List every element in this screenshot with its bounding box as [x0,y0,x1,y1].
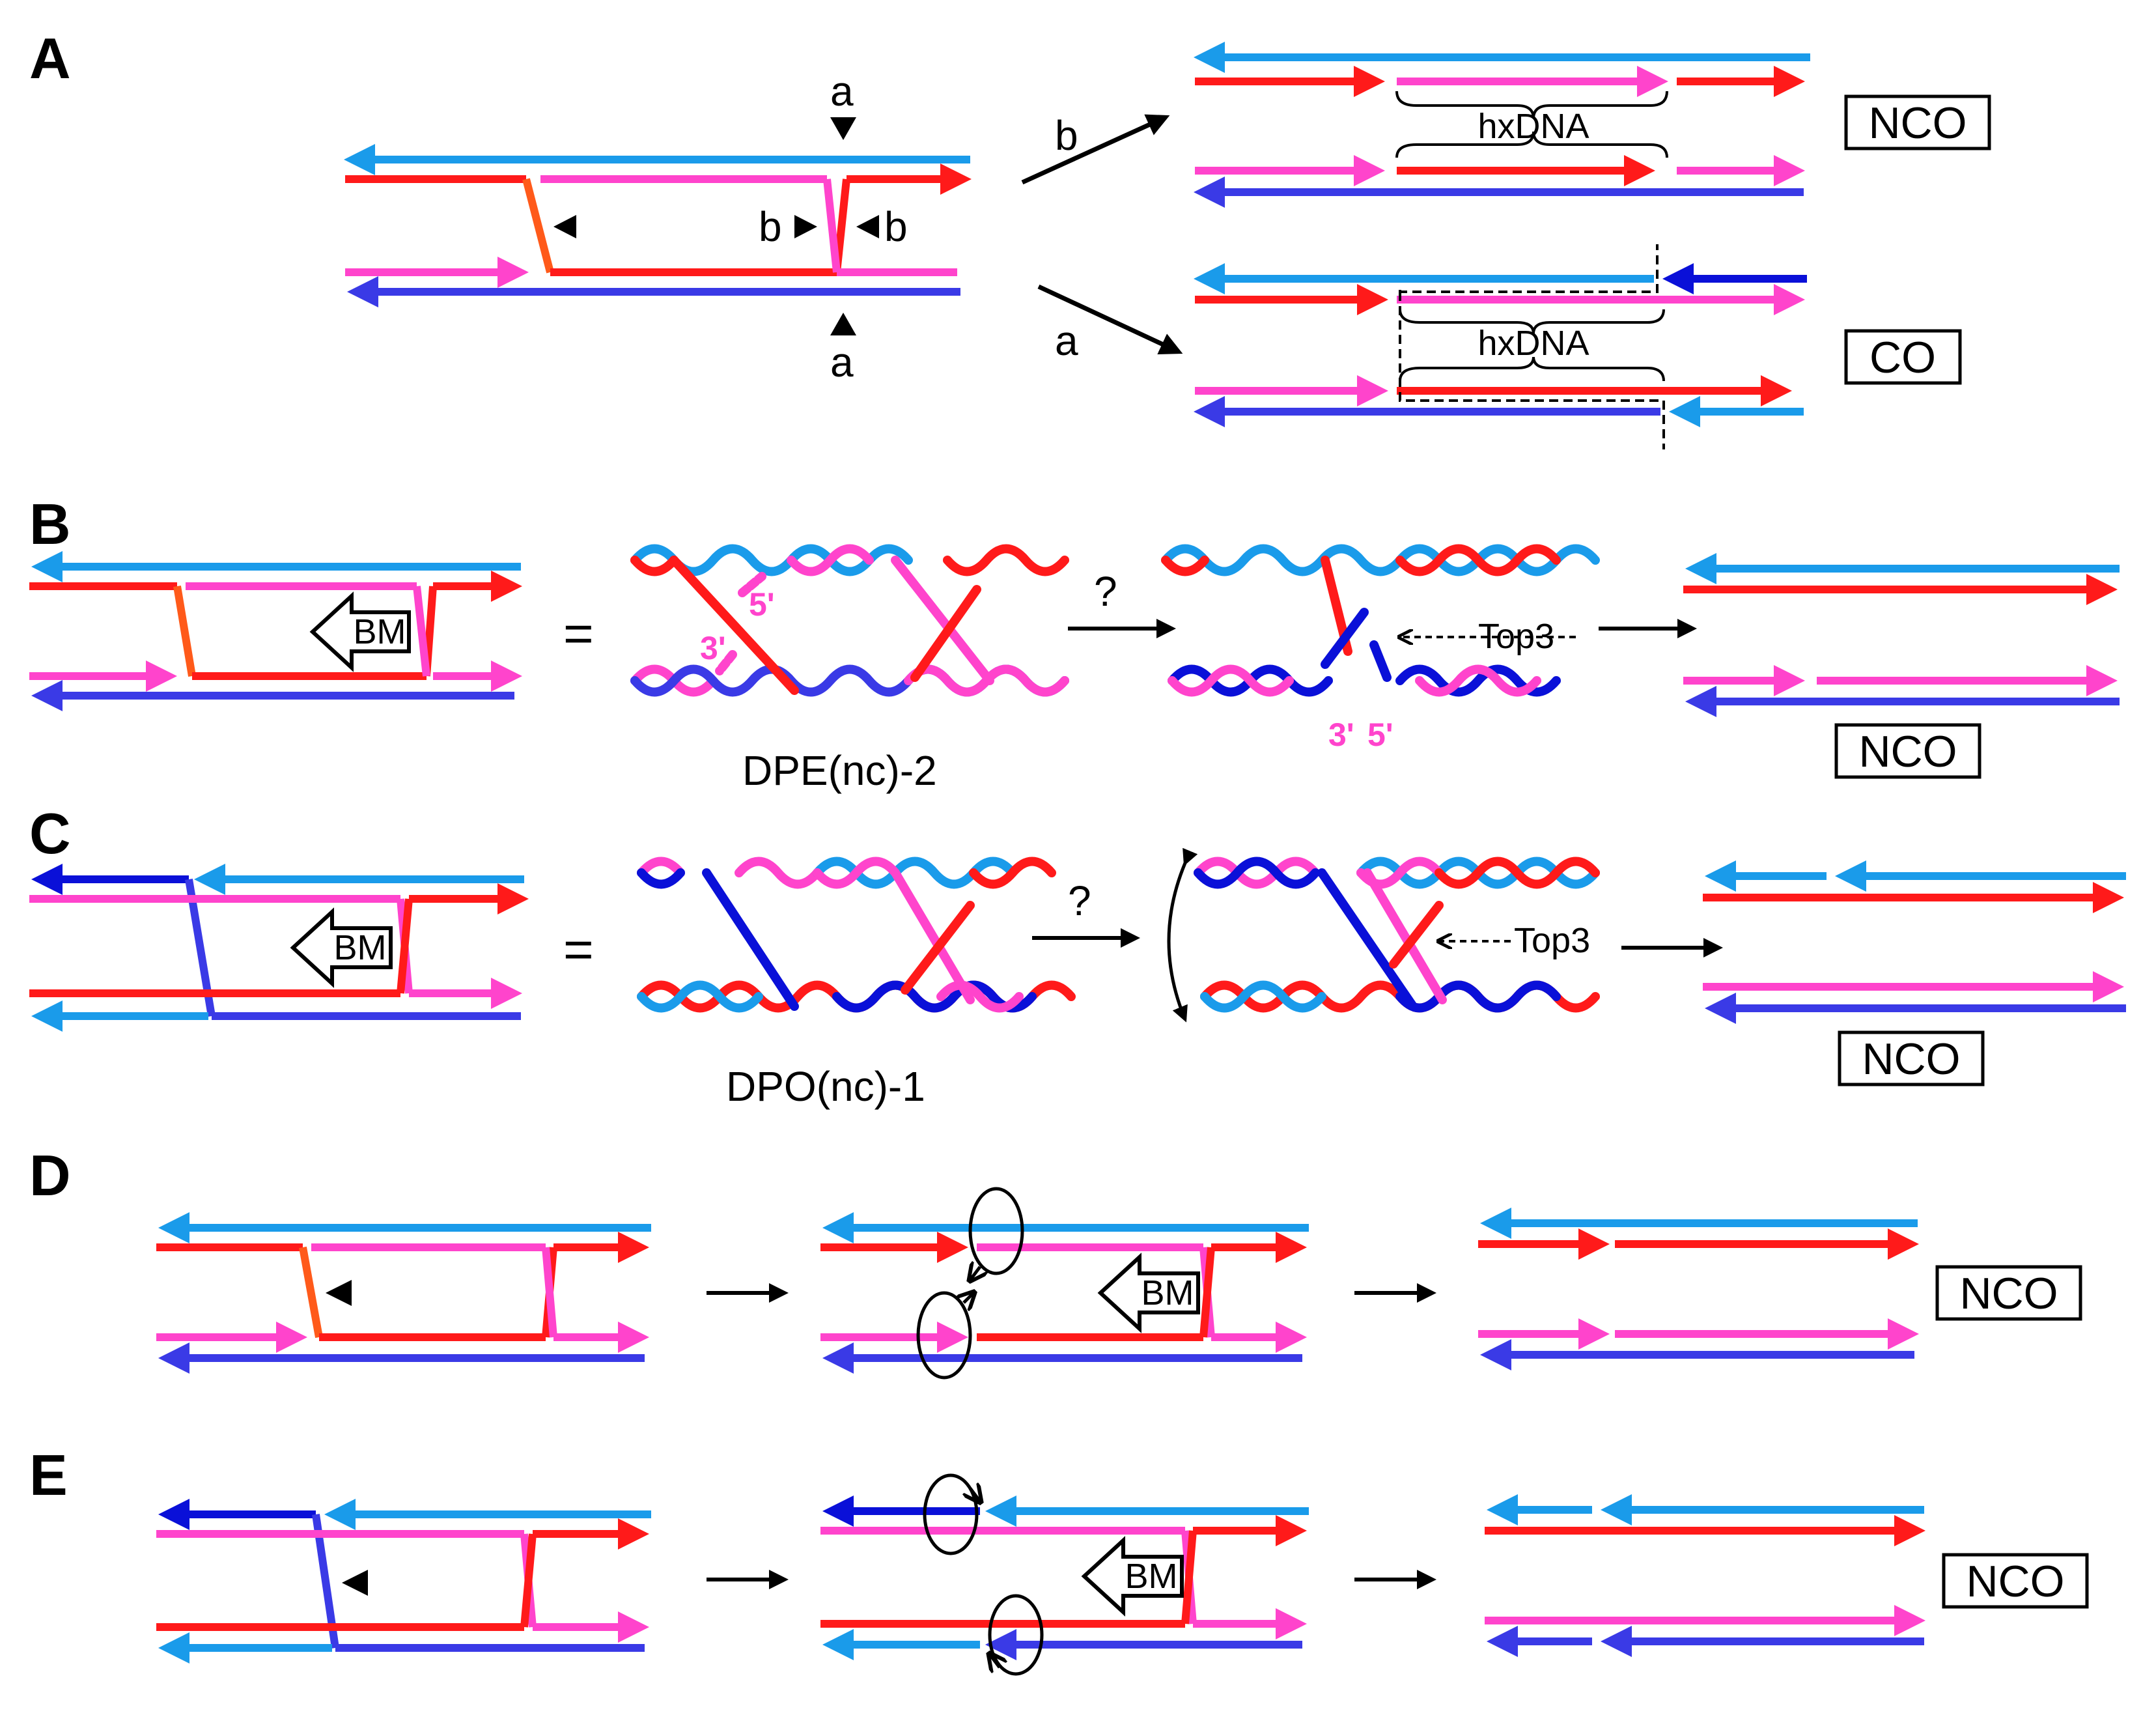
bm-label-e: BM [1125,1557,1178,1596]
dpe-top3-structure [1161,544,1600,697]
panel-b-nco-product [1683,553,2120,717]
arrowhead-marker [553,215,576,238]
rotation-circle-e-top [923,1473,979,1555]
equals-b: = [563,604,594,662]
panel-c-schematic [29,864,529,1032]
rotation-circle-d-top [968,1187,1024,1275]
brace-top [1395,91,1668,119]
rotation-arrow-c [1167,847,1198,1023]
panel-a-dhj [344,144,972,307]
rotation-tick-e2 [990,1654,1000,1667]
end-5-label-top3: 5' [1367,716,1393,753]
rotation-circle-d-bottom [916,1291,972,1380]
panel-e-dhj [156,1499,651,1664]
bm-label-d: BM [1141,1273,1194,1312]
nco-box-d [1935,1265,2082,1321]
panel-d-nco-product [1478,1208,1919,1370]
rotation-tick-e1 [970,1488,980,1501]
panel-d-dhj [156,1212,651,1374]
rotation-tick-d1 [970,1267,980,1280]
path-label-a: a [1055,317,1078,364]
dpo-structure [637,857,1076,1013]
question-b: ? [1094,568,1117,615]
equals-c: = [563,920,594,978]
outcome-nco-e: NCO [1966,1557,2064,1606]
nco-box-c [1838,1030,1985,1086]
panel-a-co-product [1194,263,1807,427]
panel-e-label: E [29,1443,68,1507]
outcome-co-a: CO [1869,333,1936,382]
top3-label-b: Top3 [1478,617,1554,656]
panel-a-cut-markers [553,117,879,335]
bm-arrow-e [1081,1536,1184,1617]
panel-d-intermediate [820,1212,1309,1374]
bm-arrow-b [309,591,411,672]
panel-b-label: B [29,492,71,556]
bm-label-b: BM [354,612,406,651]
panel-e: E [29,1443,2089,1676]
panel-d: D [29,1143,2082,1380]
panel-a-nco-product [1194,42,1810,208]
question-c: ? [1068,877,1091,924]
nco-box-b [1834,723,1981,779]
panel-a-label: A [29,26,71,91]
panel-b-schematic [29,551,522,711]
rotation-circle-e-bottom [988,1594,1044,1676]
arrowhead-marker-e [342,1570,368,1596]
bm-label-c: BM [334,928,387,967]
co-box [1844,329,1962,385]
brace-co-top [1399,309,1665,334]
panel-c-label: C [29,801,71,866]
hxdna-label-co: hxDNA [1477,324,1589,363]
bm-arrow-d [1097,1253,1200,1333]
outcome-nco-b: NCO [1858,727,1957,776]
nco-box [1844,94,1991,150]
panel-c-nco-product [1703,860,2126,1024]
outcome-nco-a: NCO [1868,98,1967,148]
end-3-label-top3: 3' [1328,716,1354,753]
arrow-to-co [1037,284,1183,355]
structure-name-b: DPE(nc)-2 [742,747,937,794]
bm-arrow-c [290,907,393,988]
outcome-nco-c: NCO [1862,1034,1960,1084]
arrow-to-nco [1021,114,1170,185]
cut-label-b-right: b [884,203,908,250]
end-3-label: 3' [700,630,726,666]
brace-bottom [1395,131,1668,158]
panel-a: A a a b b b [29,26,1991,449]
cut-label-b-left: b [759,203,782,250]
panel-b: B BM = [29,492,2120,794]
dpo-top3-structure [1194,857,1600,1013]
path-label-b: b [1055,112,1078,159]
cut-label-a-top: a [830,68,854,115]
panel-e-nco-product [1485,1494,1925,1657]
panel-e-intermediate [820,1495,1309,1660]
cut-label-a-bottom: a [830,339,854,386]
brace-co-bottom [1399,356,1665,382]
hxdna-label-nco: hxDNA [1477,107,1589,146]
panel-d-label: D [29,1143,71,1208]
rotation-tick-d2 [964,1293,973,1303]
co-dashed-outline [1399,244,1665,449]
top3-label-c: Top3 [1514,921,1590,960]
structure-name-c: DPO(nc)-1 [726,1063,925,1110]
outcome-nco-d: NCO [1959,1269,2058,1318]
nco-box-e [1942,1553,2089,1609]
arrowhead-marker-d [326,1280,352,1306]
panel-c: C BM = [29,801,2126,1110]
end-5-label: 5' [749,586,775,623]
dpe-structure [630,544,1069,697]
